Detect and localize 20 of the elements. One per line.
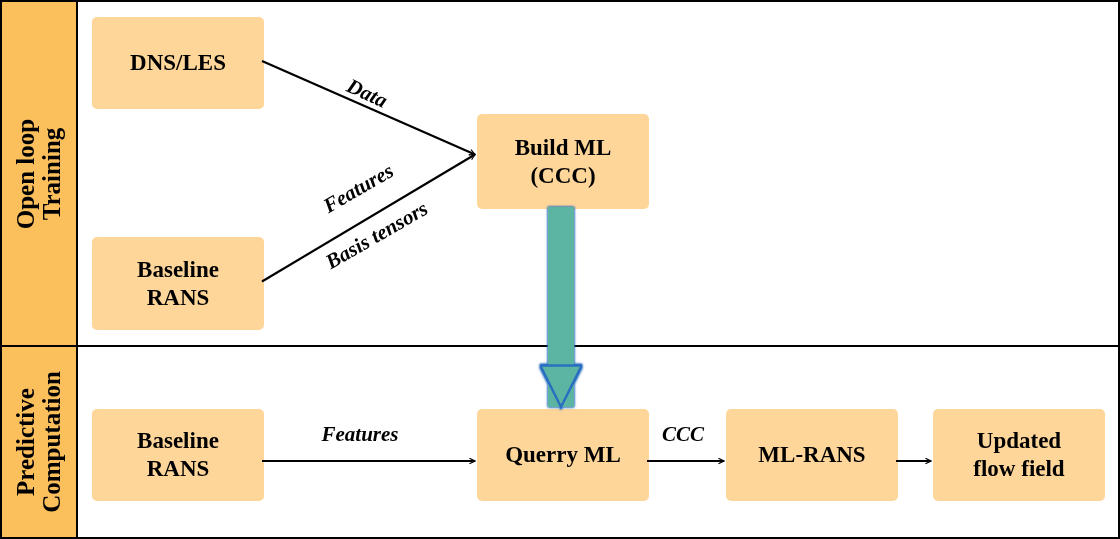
arrow (261, 153, 476, 283)
section-panel (0, 0, 1120, 347)
edge-label: Data (342, 72, 392, 114)
process-box: ML-RANS (726, 409, 898, 501)
arrow (647, 457, 725, 465)
process-box: Querry ML (477, 409, 649, 501)
arrow (896, 457, 932, 465)
edge-label: Features (321, 421, 399, 447)
process-box: Baseline RANS (92, 409, 264, 501)
section-panel (0, 345, 1120, 539)
process-box: Build ML (CCC) (477, 114, 649, 209)
process-box: Updated flow field (933, 409, 1105, 501)
block-arrow (538, 207, 584, 409)
section-title: Predictive Computation (13, 370, 65, 515)
process-box: Baseline RANS (92, 237, 264, 330)
edge-label: CCC (662, 421, 705, 447)
section-title: Open loop Training (13, 117, 65, 231)
arrow (262, 457, 476, 465)
arrow (261, 60, 476, 156)
process-box: DNS/LES (92, 17, 264, 109)
